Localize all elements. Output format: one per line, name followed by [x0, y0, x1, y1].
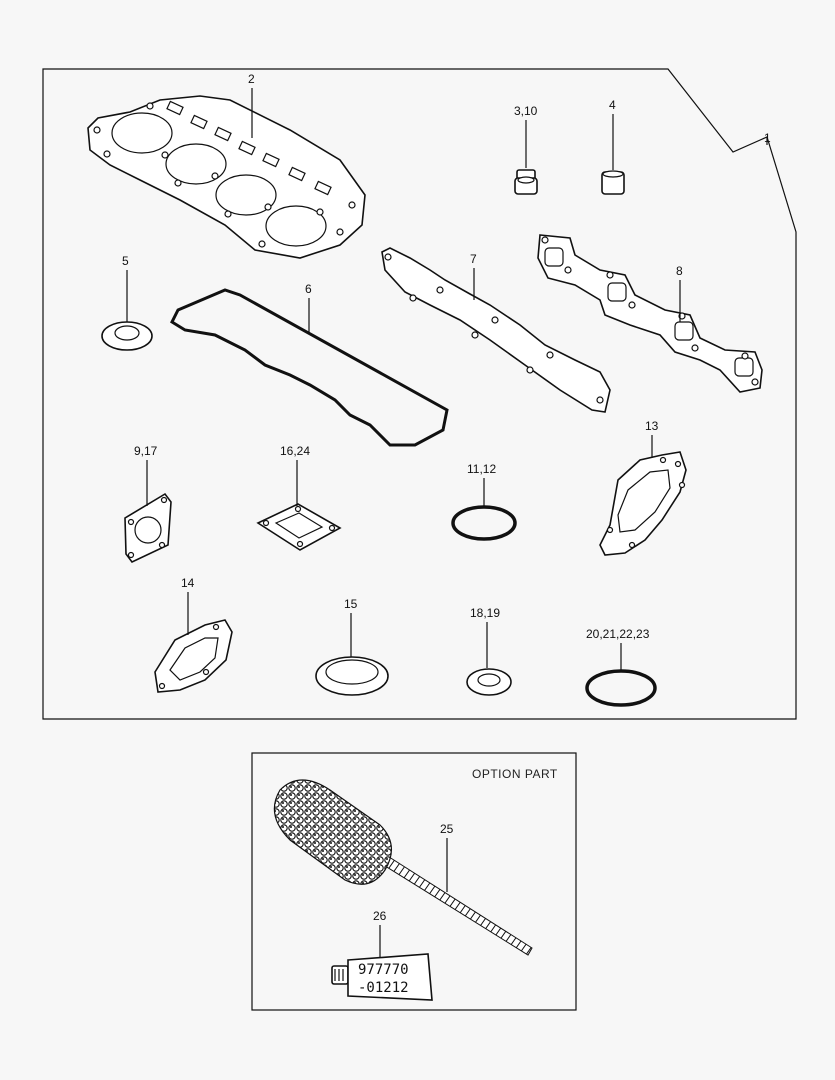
valve-seal-4	[601, 170, 625, 195]
o-ring-11-12	[451, 505, 517, 541]
cylinder-head-gasket	[87, 95, 366, 259]
tube-label-line2: -01212	[358, 980, 409, 996]
washer-5	[101, 321, 153, 351]
callout-4: 4	[609, 98, 616, 112]
callout-1: 1	[764, 131, 771, 145]
callout-6: 6	[305, 282, 312, 296]
callout-20-23: 20,21,22,23	[586, 627, 650, 641]
callout-15: 15	[344, 597, 358, 611]
callout-2: 2	[248, 72, 255, 86]
option-part-frame	[251, 752, 577, 1011]
head-cover-gasket	[170, 288, 449, 447]
callout-5: 5	[122, 254, 129, 268]
callout-11-12: 11,12	[467, 462, 496, 476]
intake-manifold-gasket	[381, 247, 611, 413]
callout-26: 26	[373, 909, 387, 923]
valve-stem-seal	[514, 169, 538, 195]
callout-8: 8	[676, 264, 683, 278]
callout-9-17: 9,17	[134, 444, 158, 458]
washer-18-19	[466, 668, 512, 696]
callout-13: 13	[645, 419, 659, 433]
callout-18-19: 18,19	[470, 606, 500, 620]
water-pump-gasket	[599, 451, 687, 556]
washer-15	[315, 656, 389, 696]
callout-3-10: 3,10	[514, 104, 538, 118]
callout-14: 14	[181, 576, 195, 590]
gasket-16-24	[256, 503, 342, 551]
o-ring-20-23	[585, 669, 657, 707]
callout-7: 7	[470, 252, 477, 266]
kit-frame	[42, 68, 797, 720]
cylinder-hone-brush	[273, 779, 533, 956]
gasket-14	[154, 619, 233, 693]
option-part-title: OPTION PART	[472, 767, 558, 781]
exhaust-manifold-gasket	[537, 234, 763, 393]
tube-label-line1: 977770	[358, 962, 409, 978]
sealant-tube: 977770 -01212	[331, 953, 433, 1001]
gasket-9-17	[124, 492, 172, 564]
callout-25: 25	[440, 822, 454, 836]
callout-16-24: 16,24	[280, 444, 310, 458]
